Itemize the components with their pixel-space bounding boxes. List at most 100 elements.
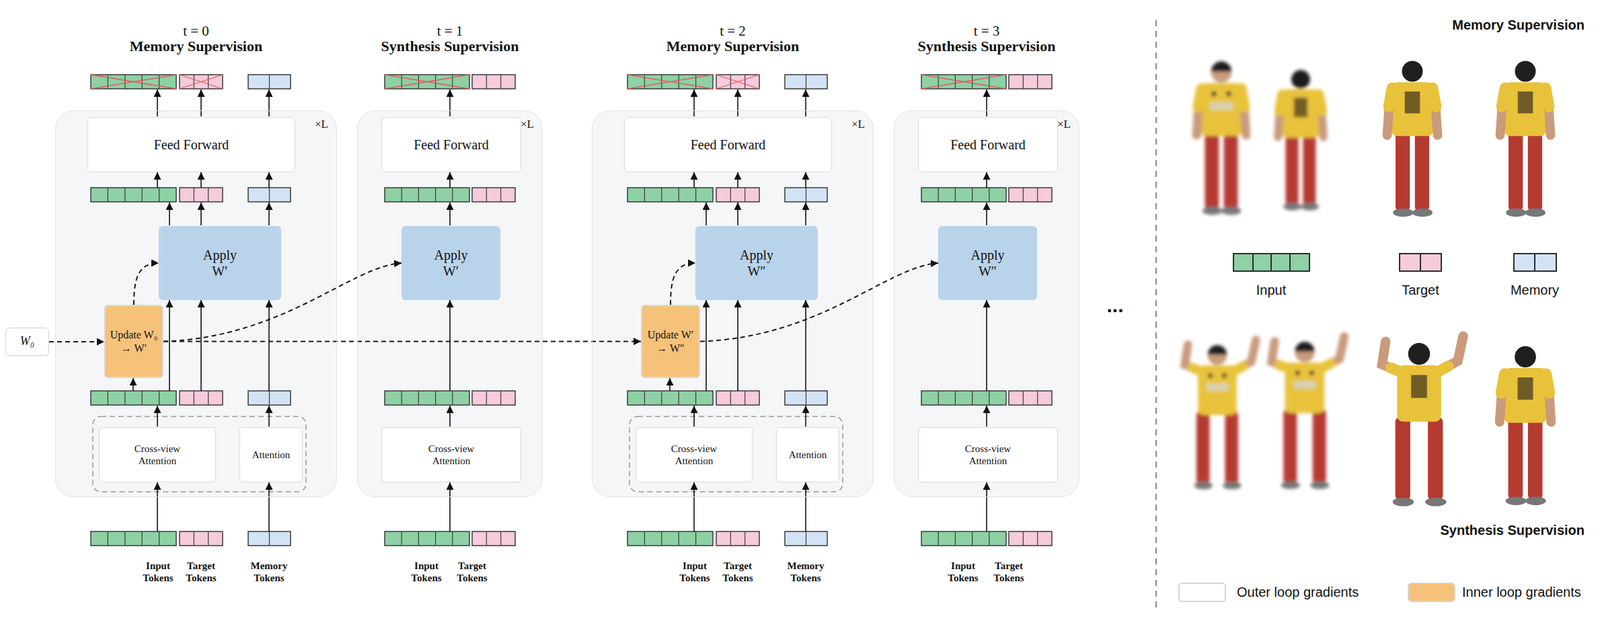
token-row [384, 187, 470, 202]
token-divider [730, 74, 732, 89]
token-divider [401, 187, 403, 202]
flow-arrow [693, 172, 695, 188]
shirt-print [1411, 374, 1428, 398]
flow-arrow [669, 377, 671, 391]
sleeve [1240, 88, 1245, 107]
shoe [1392, 497, 1414, 506]
masked-cross [627, 74, 713, 89]
flow-arrow [168, 202, 171, 226]
token-divider [1022, 390, 1024, 405]
token-divider [193, 531, 195, 546]
feed-forward-box: Feed Forward [87, 117, 296, 173]
flow-arrow [737, 89, 739, 117]
token-divider [1037, 187, 1038, 202]
token-divider [107, 187, 109, 202]
token-row [179, 74, 223, 89]
attention-box: Attention [239, 427, 303, 483]
token-divider [644, 531, 645, 546]
flow-arrow [985, 482, 988, 532]
update-box: Update W₀ → W′ [104, 304, 164, 378]
token-divider [938, 187, 939, 202]
node-label: Cross-view Attention [421, 442, 482, 467]
token-row [248, 187, 291, 202]
token-divider [500, 74, 502, 89]
token-divider [730, 531, 732, 546]
token-divider [938, 390, 939, 405]
shirt-print [1222, 373, 1227, 378]
shoe [1505, 208, 1527, 218]
token-group [472, 531, 516, 546]
token-group [248, 390, 291, 405]
token-divider [971, 187, 973, 202]
token-row [716, 74, 760, 89]
hair [1207, 345, 1228, 355]
token-divider [141, 531, 143, 546]
head [1402, 61, 1424, 83]
feed-forward-box: Feed Forward [918, 117, 1058, 173]
token-divider [418, 74, 419, 89]
token-divider [695, 187, 697, 202]
token-divider [805, 390, 807, 405]
token-divider [107, 531, 109, 546]
token-divider [435, 390, 436, 405]
apply-box: Apply W′ [401, 225, 501, 300]
arm [1322, 336, 1345, 368]
token-group [248, 531, 291, 546]
node-label: Feed Forward [413, 136, 489, 153]
token-divider [158, 390, 160, 405]
node-label: Apply W″ [735, 246, 778, 280]
torso [1503, 367, 1547, 424]
token-row [248, 74, 291, 89]
token-group [179, 74, 223, 89]
flow-arrow [156, 482, 159, 532]
token-row [384, 390, 470, 405]
token-divider [269, 74, 270, 89]
apply-box: Apply W″ [695, 225, 818, 300]
hair [1294, 341, 1315, 352]
legend-swatch [1232, 252, 1311, 272]
torso [1504, 82, 1547, 136]
token-row [472, 390, 516, 405]
panel-fill [357, 110, 543, 498]
token-divider [158, 74, 160, 89]
token-divider [124, 531, 126, 546]
sleeve [1318, 94, 1323, 112]
leg [1415, 131, 1430, 212]
token-group [921, 74, 1007, 89]
leg [1196, 410, 1210, 484]
panel-fill [55, 110, 337, 498]
token-divider [141, 187, 143, 202]
shoe [1221, 206, 1241, 215]
masked-cross [627, 74, 713, 89]
token-divider [435, 531, 436, 546]
node-label: Attention [788, 448, 828, 461]
sleeve [1438, 365, 1449, 372]
token-row [784, 531, 828, 546]
token-divider [269, 531, 270, 546]
token-divider [1037, 390, 1038, 405]
token-divider [193, 390, 195, 405]
swatch-divider [1252, 254, 1254, 271]
token-row [921, 187, 1007, 202]
person-figure [1500, 61, 1551, 218]
flow-arrow [805, 482, 807, 532]
arm [1234, 339, 1256, 371]
token-divider [678, 531, 680, 546]
masked-cross [384, 74, 470, 89]
token-group [627, 531, 713, 546]
shirt-print [1309, 370, 1315, 376]
token-group [1008, 187, 1052, 202]
repeat-label: ×L [851, 117, 865, 132]
token-row [1008, 531, 1052, 546]
token-row [716, 390, 760, 405]
dashed-group [629, 416, 843, 492]
token-divider [1022, 74, 1024, 89]
person-figure [1382, 336, 1464, 507]
step-label: t = 1 [317, 22, 583, 40]
flow-arrow [156, 89, 159, 117]
flow-arrow [268, 89, 270, 117]
legend-swatch [1398, 252, 1442, 272]
token-row [90, 187, 177, 202]
token-divider [486, 74, 487, 89]
token-row [784, 390, 828, 405]
